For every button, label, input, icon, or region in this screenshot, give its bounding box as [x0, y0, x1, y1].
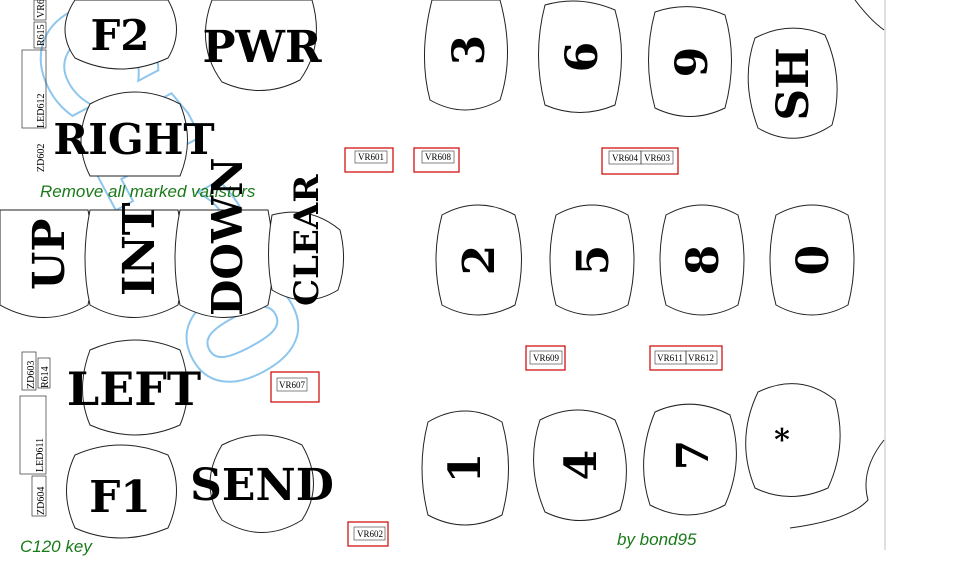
zd604-label: ZD604 [36, 487, 47, 515]
key-4: 4 [533, 409, 627, 521]
key-2-label: 2 [454, 245, 505, 276]
varistor-vr608: VR608 [413, 147, 460, 173]
key-star-label: * [774, 423, 790, 458]
vr6-label: VR6 [36, 0, 47, 18]
varistor-vr604-vr603: VR604 VR603 [601, 147, 679, 175]
vr607-label: VR607 [279, 380, 306, 390]
key-6: 6 [538, 0, 622, 113]
varistor-vr607: VR607 [270, 371, 320, 403]
key-2: 2 [435, 204, 522, 316]
key-8-label: 8 [678, 245, 729, 276]
key-up-label: UP [24, 219, 75, 290]
led612-label: LED612 [36, 94, 47, 128]
key-clear-label: CLEAR [287, 174, 327, 306]
vr609-label: VR609 [533, 353, 560, 363]
key-5: 5 [549, 204, 635, 316]
key-6-label: 6 [557, 42, 608, 73]
key-9: 9 [648, 6, 732, 117]
vr611-label: VR611 [657, 353, 683, 363]
vr604-label: VR604 [612, 153, 639, 163]
varistor-vr609: VR609 [525, 345, 566, 371]
key-f2: F2 [64, 0, 177, 70]
key-right: RIGHT [53, 91, 215, 177]
key-f1-label: F1 [89, 472, 151, 523]
key-send-label: SEND [190, 460, 334, 511]
zd603-label: ZD603 [26, 361, 37, 389]
key-sh-label: SH [768, 47, 819, 120]
key-down-label: DOWN [203, 157, 252, 316]
component-labels-top: R615 VR6 LED612 ZD602 [21, 0, 47, 172]
key-4-label: 4 [556, 450, 607, 481]
key-3-label: 3 [444, 35, 495, 66]
varistor-vr611-vr612: VR611 VR612 [649, 345, 723, 371]
vr612-label: VR612 [688, 353, 714, 363]
note-remove-varistors: Remove all marked varistors [40, 182, 256, 201]
key-int: INT [84, 202, 184, 318]
key-left-label: LEFT [67, 362, 201, 416]
key-pwr-label: PWR [202, 22, 322, 73]
r614-label: R614 [40, 366, 51, 388]
key-8: 8 [659, 204, 745, 316]
key-5-label: 5 [568, 245, 619, 276]
key-f2-label: F2 [90, 11, 149, 60]
vr602-label: VR602 [357, 529, 383, 539]
key-star: * [745, 383, 841, 497]
varistor-vr602: VR602 [347, 521, 389, 547]
vr603-label: VR603 [644, 153, 671, 163]
r615-label: R615 [36, 24, 47, 46]
note-credit: by bond95 [617, 530, 697, 549]
key-f1: F1 [66, 444, 177, 539]
note-model: C120 key [20, 537, 93, 556]
key-int-label: INT [114, 202, 165, 296]
key-7-label: 7 [668, 440, 719, 471]
component-labels-bottom: ZD603 R614 LED611 ZD604 [19, 351, 51, 517]
key-3: 3 [423, 0, 508, 111]
vr608-label: VR608 [425, 152, 452, 162]
key-0: 0 [769, 204, 855, 316]
key-down: DOWN [174, 157, 274, 318]
key-pwr: PWR [202, 0, 322, 91]
key-9-label: 9 [667, 47, 718, 78]
key-send: SEND [190, 434, 334, 533]
key-0-label: 0 [788, 245, 839, 276]
key-right-label: RIGHT [53, 115, 214, 164]
led611-label: LED611 [35, 438, 46, 472]
key-up: UP [0, 209, 94, 318]
zd602-label: ZD602 [36, 144, 47, 172]
vr601-label: VR601 [358, 152, 384, 162]
key-left: LEFT [67, 339, 201, 436]
key-1: 1 [421, 410, 509, 526]
edge-outlines [789, 0, 886, 550]
key-sh: SH [747, 27, 838, 139]
key-7: 7 [643, 403, 737, 516]
key-clear: CLEAR [268, 174, 344, 306]
varistor-vr601: VR601 [344, 147, 394, 173]
key-1-label: 1 [440, 453, 491, 484]
